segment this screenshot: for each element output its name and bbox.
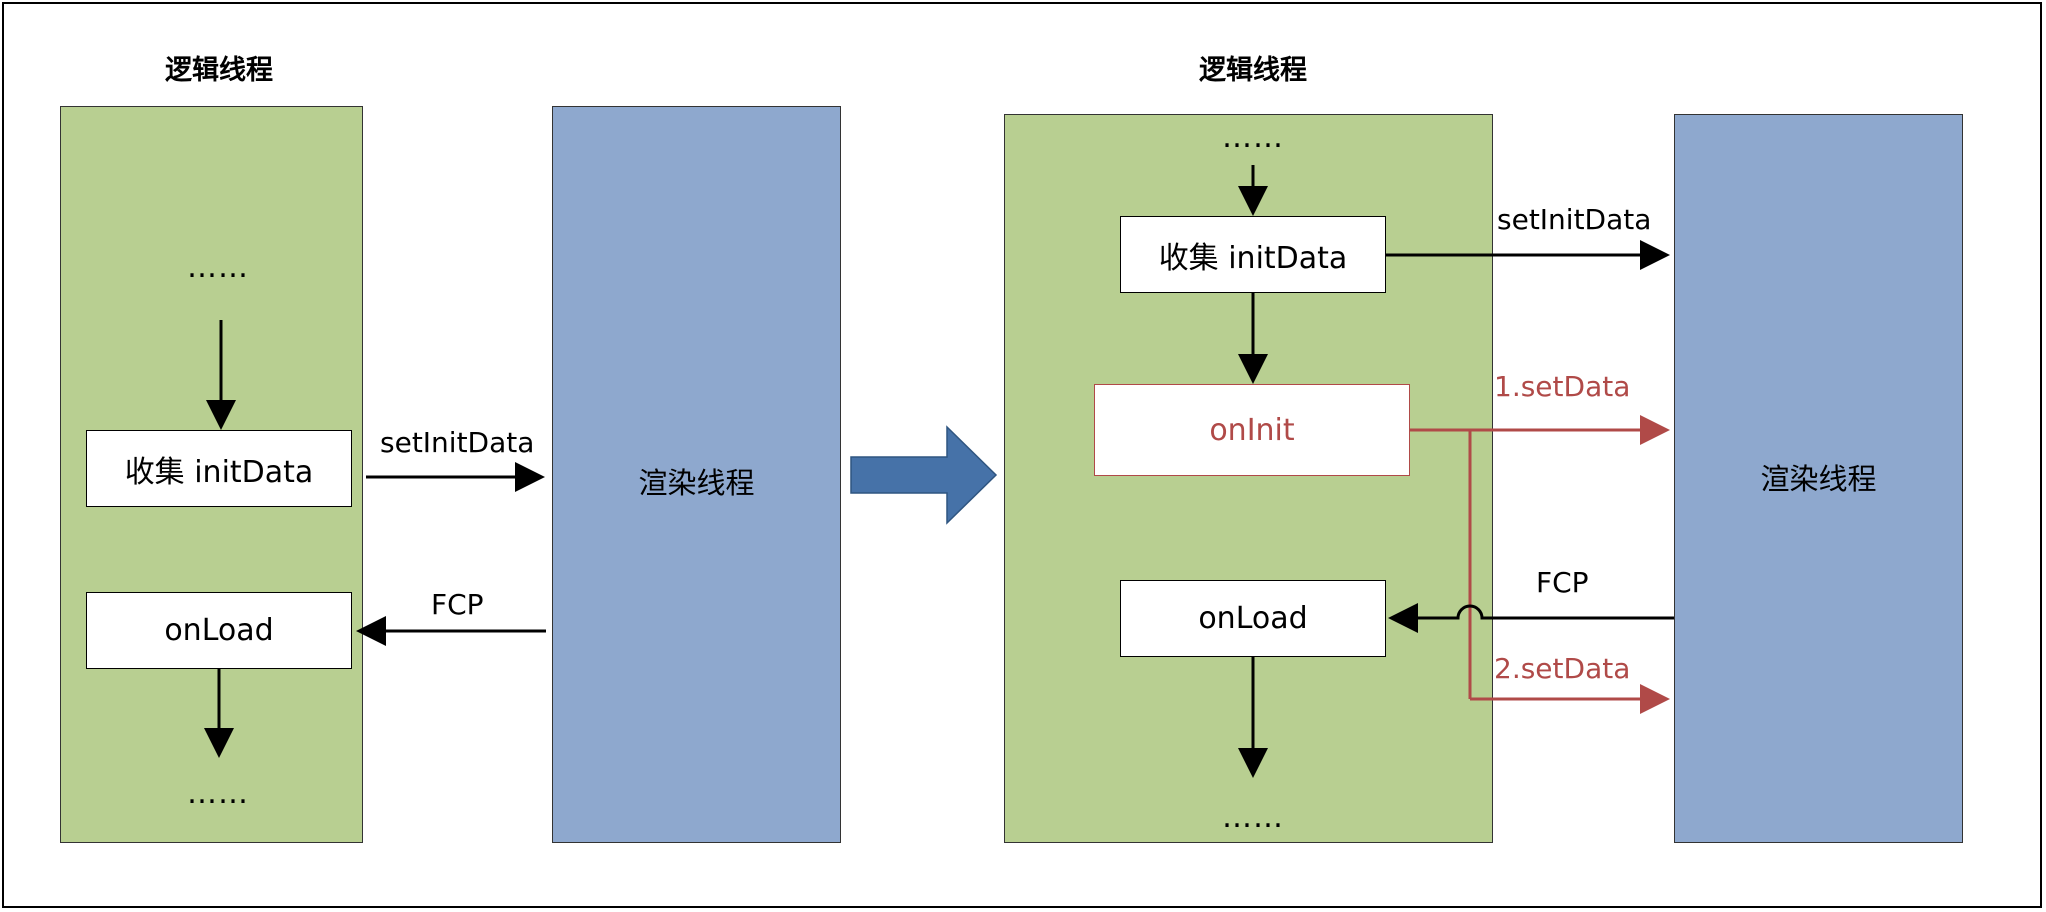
right-arrow-fcp xyxy=(1388,603,1674,633)
right-setinitdata-label: setInitData xyxy=(1497,203,1652,236)
right-fcp-label: FCP xyxy=(1536,566,1589,599)
right-collect-initdata-box: 收集 initData xyxy=(1120,216,1386,293)
left-collect-initdata-box: 收集 initData xyxy=(86,430,352,507)
left-fcp-label: FCP xyxy=(431,588,484,621)
right-render-thread-lane xyxy=(1674,114,1963,843)
right-onload-box: onLoad xyxy=(1120,580,1386,657)
right-setdata-1-label: 1.setData xyxy=(1494,370,1631,403)
right-logic-thread-title: 逻辑线程 xyxy=(1199,55,1307,86)
right-setdata-2-label: 2.setData xyxy=(1494,652,1631,685)
left-render-thread-title: 渲染线程 xyxy=(638,466,755,500)
left-ellipsis-bottom: …… xyxy=(187,776,249,811)
left-logic-thread-title: 逻辑线程 xyxy=(165,55,273,86)
right-ellipsis-top: …… xyxy=(1222,120,1284,155)
left-setinitdata-label: setInitData xyxy=(380,426,535,459)
transition-arrow-icon xyxy=(850,425,998,525)
right-ellipsis-bottom: …… xyxy=(1222,800,1284,835)
left-render-thread-lane xyxy=(552,106,841,843)
left-ellipsis-top: …… xyxy=(187,250,249,285)
left-onload-box: onLoad xyxy=(86,592,352,669)
right-render-thread-title: 渲染线程 xyxy=(1760,462,1877,496)
right-oninit-box: onInit xyxy=(1094,384,1410,476)
